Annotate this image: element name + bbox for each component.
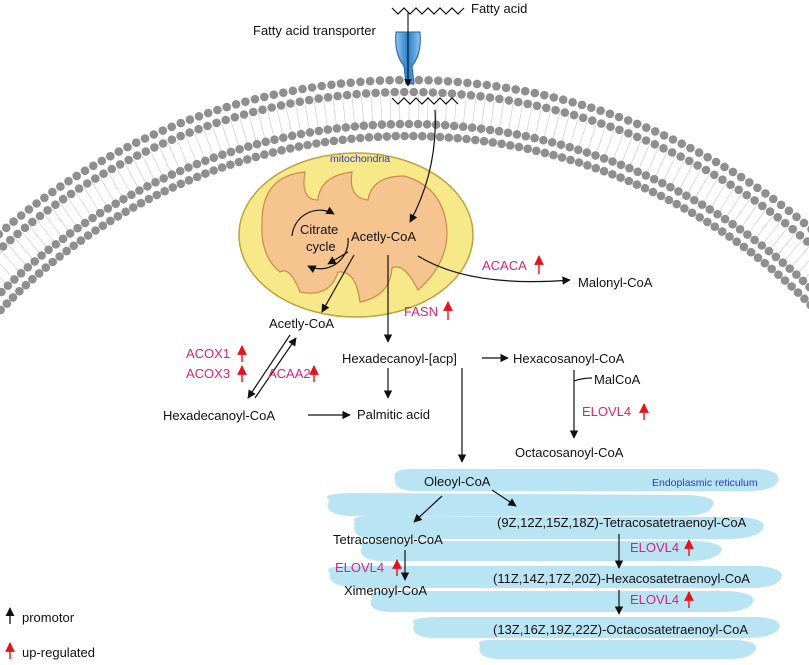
endoplasmic-reticulum-label: Endoplasmic reticulum [652,477,758,489]
legend: promotor up-regulated [5,607,95,660]
pathway-arrows [247,109,624,615]
mitochondria-organelle [238,152,474,318]
legend-promotor-label: promotor [22,610,75,625]
endoplasmic-reticulum-organelle [326,468,782,659]
elovl4-tetracosenoyl-enzyme-label: ELOVL4 [335,560,384,575]
ximenoyl-coa-label: Ximenoyl-CoA [344,583,427,598]
cell-membrane [0,75,809,315]
fatty-acid-chain-outside-icon [391,7,465,15]
octacosatetraenoyl-coa-label: (13Z,16Z,19Z,22Z)-Octacosatetraenoyl-CoA [493,622,748,637]
fatty-acid-transporter-icon [395,12,421,87]
up-regulated-arrows [237,255,694,608]
malcoa-label: MalCoA [594,372,641,387]
acox1-enzyme-label: ACOX1 [186,346,230,361]
tetracosenoyl-coa-label: Tetracosenoyl-CoA [333,532,443,547]
hexacosatetraenoyl-coa-label: (11Z,14Z,17Z,20Z)-Hexacosatetraenoyl-CoA [493,571,750,586]
fasn-enzyme-label: FASN [404,304,438,319]
oleoyl-coa-label: Oleoyl-CoA [424,474,491,489]
elovl4-tetracosatetraenoyl-enzyme-label: ELOVL4 [630,540,679,555]
palmitic-acid-label: Palmitic acid [357,407,430,422]
acaa2-enzyme-label: ACAA2 [268,366,311,381]
acox3-enzyme-label: ACOX3 [186,366,230,381]
mitochondria-label: mitochondria [330,153,390,165]
elovl4-hexacosatetraenoyl-enzyme-label: ELOVL4 [630,592,679,607]
acetyl-coa-mito-label: Acetly-CoA [351,229,416,244]
fatty-acid-chain-inside-icon [391,97,459,105]
acaca-enzyme-label: ACACA [482,258,527,273]
malonyl-coa-label: Malonyl-CoA [578,275,653,290]
fatty-acid-transporter-label: Fatty acid transporter [253,23,376,38]
octacosanoyl-coa-label: Octacosanoyl-CoA [515,445,624,460]
citrate-cycle-label-line2: cycle [306,239,336,254]
tetracosatetraenoyl-coa-label: (9Z,12Z,15Z,18Z)-Tetracosatetraenoyl-CoA [497,515,747,530]
fatty-acid-label: Fatty acid [471,1,527,16]
legend-up-regulated-label: up-regulated [22,645,95,660]
hexacosanoyl-coa-label: Hexacosanoyl-CoA [513,351,625,366]
hexadecanoyl-coa-label: Hexadecanoyl-CoA [163,408,275,423]
citrate-cycle-label-line1: Citrate [300,222,338,237]
elovl4-malcoa-enzyme-label: ELOVL4 [582,404,631,419]
hexadecanoyl-acp-label: Hexadecanoyl-[acp] [342,351,457,366]
acetyl-coa-cyto-label: Acetly-CoA [269,316,334,331]
